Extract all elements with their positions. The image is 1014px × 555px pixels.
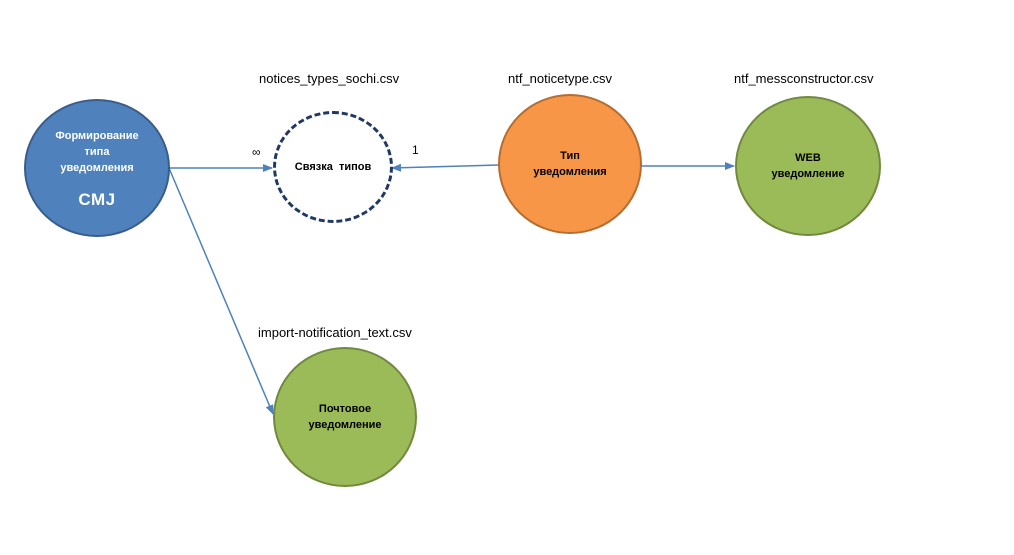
node-smj-line-2: типа: [84, 146, 110, 158]
node-type: Тип уведомления: [498, 94, 642, 234]
edge-smj-to-mail: [168, 167, 274, 415]
node-mail-line-2: уведомление: [308, 419, 382, 431]
node-smj: Формирование типа уведомления СМJ: [24, 99, 170, 237]
node-web: WEB уведомление: [735, 96, 881, 236]
node-smj-line-3: уведомления: [60, 162, 134, 174]
node-type-line-1: Тип: [560, 150, 580, 162]
node-mail-line-1: Почтовое: [318, 403, 372, 415]
node-link: Связка типов: [273, 111, 393, 223]
node-type-line-2: уведомления: [533, 166, 607, 178]
node-link-label: Связка типов: [294, 161, 372, 173]
node-smj-line-1: Формирование: [55, 130, 139, 142]
file-label-web: ntf_messconstructor.csv: [734, 71, 874, 86]
node-web-line-2: уведомление: [771, 168, 845, 180]
cardinality-many: ∞: [252, 145, 261, 159]
edge-type-to-link: [391, 163, 500, 172]
file-label-link: notices_types_sochi.csv: [259, 71, 400, 86]
file-label-mail: import-notification_text.csv: [258, 325, 412, 340]
node-mail: Почтовое уведомление: [273, 347, 417, 487]
file-label-type: ntf_noticetype.csv: [508, 71, 613, 86]
node-web-line-1: WEB: [795, 152, 821, 164]
cardinality-one: 1: [412, 143, 419, 157]
node-smj-big-label: СМJ: [78, 190, 116, 209]
